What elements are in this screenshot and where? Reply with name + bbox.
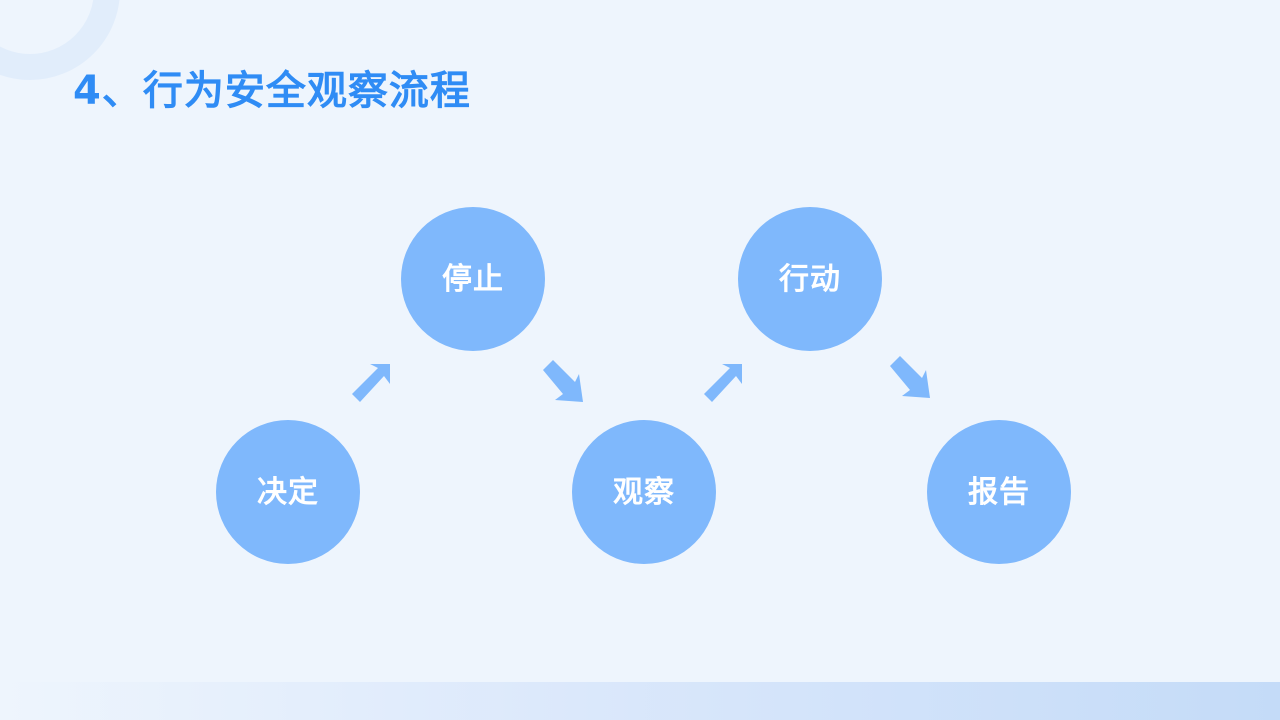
- bottom-band-decoration: [0, 682, 1280, 720]
- arrow-up-right-icon: [704, 364, 742, 402]
- step-report-label: 报告: [968, 475, 1030, 510]
- step-decide-label: 决定: [257, 475, 319, 510]
- arrow-down-right-icon: [890, 356, 930, 398]
- arrow-up-right-icon: [352, 364, 390, 402]
- step-observe-label: 观察: [613, 475, 675, 510]
- step-report: 报告: [927, 420, 1071, 564]
- step-act-label: 行动: [779, 262, 841, 297]
- step-act: 行动: [738, 207, 882, 351]
- step-stop-label: 停止: [442, 262, 504, 297]
- page-title: 4、行为安全观察流程: [73, 68, 471, 114]
- arrow-down-right-icon: [543, 360, 583, 402]
- step-stop: 停止: [401, 207, 545, 351]
- step-decide: 决定: [216, 420, 360, 564]
- step-observe: 观察: [572, 420, 716, 564]
